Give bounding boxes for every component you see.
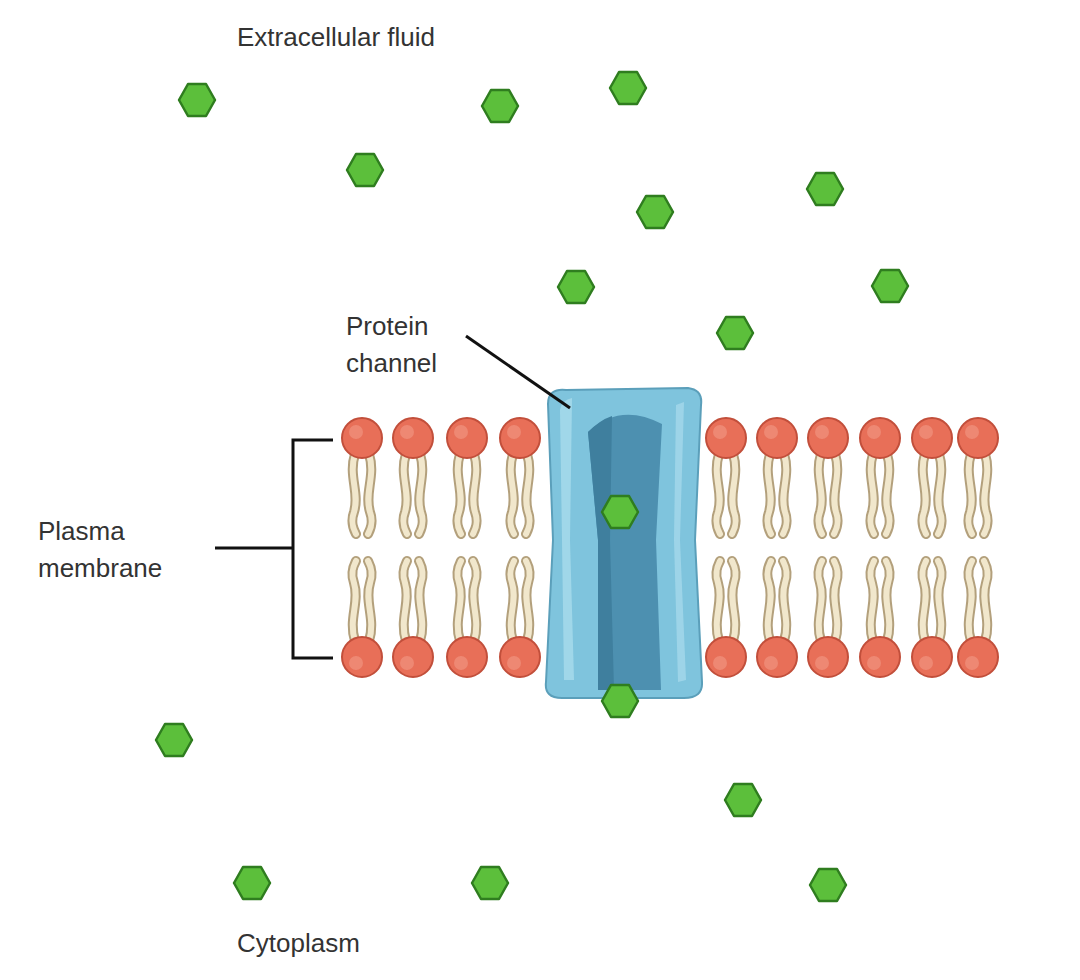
molecule	[602, 685, 638, 717]
text-label: Plasma membrane	[38, 513, 213, 587]
phospholipid	[757, 561, 797, 677]
molecule	[347, 154, 383, 186]
molecule	[810, 869, 846, 901]
phospholipid	[342, 418, 382, 534]
molecule	[179, 84, 215, 116]
phospholipid	[500, 561, 540, 677]
protein-channel	[546, 388, 702, 698]
molecule	[472, 867, 508, 899]
phospholipid	[860, 418, 900, 534]
bracket	[215, 440, 333, 658]
phospholipid	[393, 418, 433, 534]
phospholipid	[500, 418, 540, 534]
phospholipid	[958, 418, 998, 534]
molecule	[156, 724, 192, 756]
molecule	[558, 271, 594, 303]
phospholipid	[808, 418, 848, 534]
phospholipid	[912, 418, 952, 534]
molecule	[807, 173, 843, 205]
phospholipid	[958, 561, 998, 677]
text-label: Protein channel	[346, 308, 476, 382]
molecule	[234, 867, 270, 899]
phospholipid	[808, 561, 848, 677]
text-label: Cytoplasm	[237, 928, 457, 958]
phospholipid	[447, 418, 487, 534]
text-label: Extracellular fluid	[237, 22, 557, 52]
phospholipid	[393, 561, 433, 677]
molecule	[872, 270, 908, 302]
molecule	[717, 317, 753, 349]
phospholipid	[757, 418, 797, 534]
molecule	[610, 72, 646, 104]
phospholipid	[447, 561, 487, 677]
phospholipid	[342, 561, 382, 677]
phospholipid	[860, 561, 900, 677]
phospholipid	[706, 561, 746, 677]
molecule	[602, 496, 638, 528]
molecule	[725, 784, 761, 816]
phospholipid	[706, 418, 746, 534]
molecule	[482, 90, 518, 122]
phospholipid	[912, 561, 952, 677]
molecule	[637, 196, 673, 228]
leader-line	[466, 336, 570, 408]
